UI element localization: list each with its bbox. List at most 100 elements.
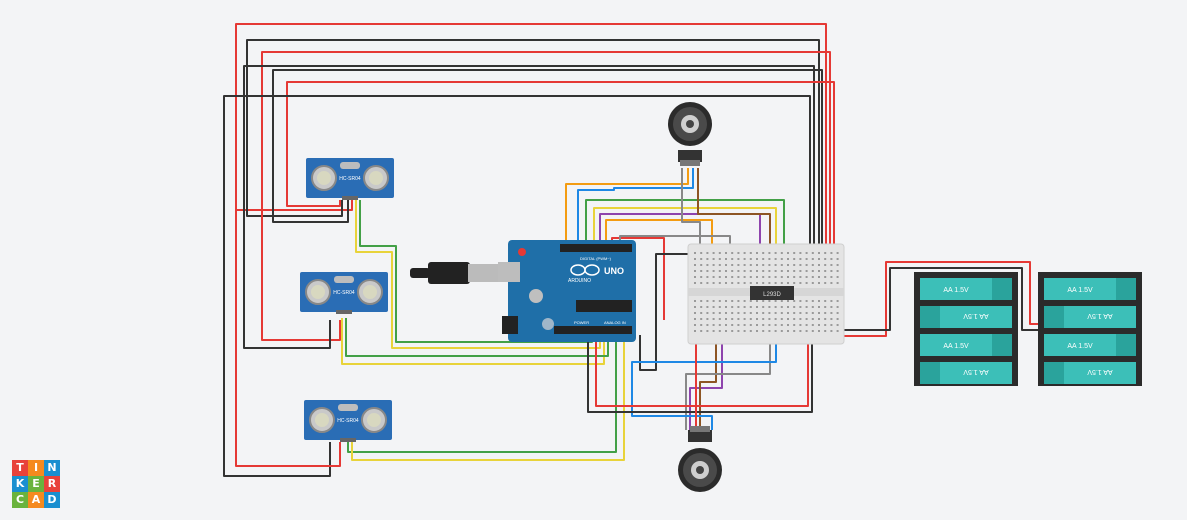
breadboard-hole: [743, 270, 746, 272]
logo-letter: C: [12, 492, 28, 508]
breadboard-hole: [824, 330, 827, 332]
wire-yellow-s1[interactable]: [355, 200, 601, 349]
breadboard-hole: [762, 276, 765, 278]
breadboard-hole: [830, 270, 833, 272]
breadboard-hole: [787, 264, 789, 266]
breadboard-hole: [774, 312, 777, 314]
breadboard-hole: [818, 306, 820, 308]
breadboard-hole: [718, 330, 721, 332]
wire-orange-1[interactable]: [565, 168, 689, 246]
breadboard-hole: [836, 282, 839, 284]
battery-1-cell-4: AA 1.5V: [963, 368, 989, 375]
sensor-1-label: HC-SR04: [339, 176, 361, 182]
sensor-2-label: HC-SR04: [333, 290, 355, 296]
breadboard-hole: [768, 270, 771, 272]
battery-pack-1[interactable]: AA 1.5V AA 1.5V AA 1.5V AA 1.5V: [914, 272, 1018, 386]
wire-red-top-3[interactable]: [286, 81, 835, 248]
breadboard-hole: [694, 258, 696, 260]
breadboard-hole: [743, 312, 746, 314]
ultrasonic-sensor-1[interactable]: HC-SR04: [306, 158, 394, 200]
wire-gray-2[interactable]: [685, 320, 771, 430]
breadboard-hole: [706, 330, 709, 332]
breadboard-hole: [694, 300, 696, 302]
breadboard-hole: [756, 312, 758, 314]
arduino-uno[interactable]: UNO ARDUINO DIGITAL (PWM~) POWER ANALOG …: [498, 240, 636, 342]
breadboard-hole: [706, 276, 709, 278]
breadboard-hole: [811, 312, 814, 314]
ultrasonic-sensor-3[interactable]: HC-SR04: [304, 400, 392, 442]
wire-green-s2[interactable]: [345, 318, 609, 357]
breadboard-hole: [718, 276, 721, 278]
breadboard-hole: [768, 306, 771, 308]
breadboard-hole: [830, 324, 833, 326]
breadboard-hole: [749, 264, 752, 266]
motor-driver-chip[interactable]: L293D: [750, 286, 794, 300]
wire-red-bat[interactable]: [844, 261, 1040, 337]
wire-black-2[interactable]: [587, 335, 813, 413]
breadboard-hole: [718, 264, 721, 266]
wire-brown-enc1[interactable]: [697, 168, 771, 260]
breadboard-hole: [787, 318, 789, 320]
breadboard-hole: [793, 282, 796, 284]
breadboard-hole: [712, 300, 715, 302]
battery-pack-2[interactable]: AA 1.5V AA 1.5V AA 1.5V AA 1.5V: [1038, 272, 1142, 386]
arduino-brand: ARDUINO: [568, 278, 591, 284]
wire-red-2[interactable]: [595, 335, 809, 407]
wire-black-top-4[interactable]: [223, 95, 811, 477]
breadboard-hole: [743, 324, 746, 326]
breadboard-hole: [774, 270, 777, 272]
usb-cable[interactable]: [410, 262, 500, 284]
wire-black-1[interactable]: [639, 253, 700, 371]
wire-black-top-3[interactable]: [272, 69, 823, 248]
breadboard-hole: [799, 264, 802, 266]
breadboard-hole: [756, 324, 758, 326]
breadboard-hole: [718, 282, 721, 284]
breadboard-hole: [712, 252, 715, 254]
breadboard-hole: [824, 258, 827, 260]
breadboard-hole: [694, 270, 696, 272]
wire-red-top-1[interactable]: [235, 23, 827, 248]
wire-yellow-s3[interactable]: [351, 335, 625, 461]
breadboard-hole: [818, 252, 820, 254]
tinkercad-logo[interactable]: T I N K E R C A D: [12, 460, 60, 508]
wire-green-s3[interactable]: [347, 335, 617, 453]
breadboard-hole: [811, 324, 814, 326]
breadboard-hole: [700, 276, 703, 278]
wire-black-top-1[interactable]: [246, 39, 820, 248]
breadboard-hole: [712, 324, 715, 326]
encoder-motor-top[interactable]: [668, 102, 712, 166]
breadboard-hole: [731, 282, 734, 284]
breadboard-hole: [725, 312, 727, 314]
wire-red-bottom[interactable]: [235, 210, 341, 467]
logo-letter: E: [28, 476, 44, 492]
breadboard-hole: [780, 264, 783, 266]
breadboard-hole: [836, 258, 839, 260]
wire-black-top-2[interactable]: [243, 65, 815, 349]
encoder-motor-bottom[interactable]: [678, 426, 722, 492]
wire-yellow-s2[interactable]: [341, 318, 605, 365]
battery-2-cell-1: AA 1.5V: [1067, 287, 1093, 294]
breadboard-hole: [762, 300, 765, 302]
breadboard-hole: [787, 270, 789, 272]
breadboard-hole: [793, 312, 796, 314]
breadboard-hole: [830, 264, 833, 266]
wire-black-bat[interactable]: [844, 267, 1040, 331]
breadboard-hole: [780, 324, 783, 326]
breadboard-hole: [811, 252, 814, 254]
wire-red-top-2[interactable]: [261, 51, 831, 341]
breadboard-hole: [805, 282, 808, 284]
breadboard-hole: [712, 312, 715, 314]
breadboard-hole: [774, 282, 777, 284]
breadboard-hole: [787, 330, 789, 332]
ultrasonic-sensor-2[interactable]: HC-SR04: [300, 272, 388, 314]
breadboard-hole: [700, 318, 703, 320]
breadboard-hole: [700, 282, 703, 284]
breadboard-hole: [749, 276, 752, 278]
motor-driver-label: L293D: [763, 292, 781, 298]
breadboard-hole: [818, 282, 820, 284]
breadboard-hole: [805, 258, 808, 260]
wire-blue-2[interactable]: [631, 330, 777, 430]
battery-1-cell-1: AA 1.5V: [943, 287, 969, 294]
wire-blue-1[interactable]: [577, 168, 694, 246]
